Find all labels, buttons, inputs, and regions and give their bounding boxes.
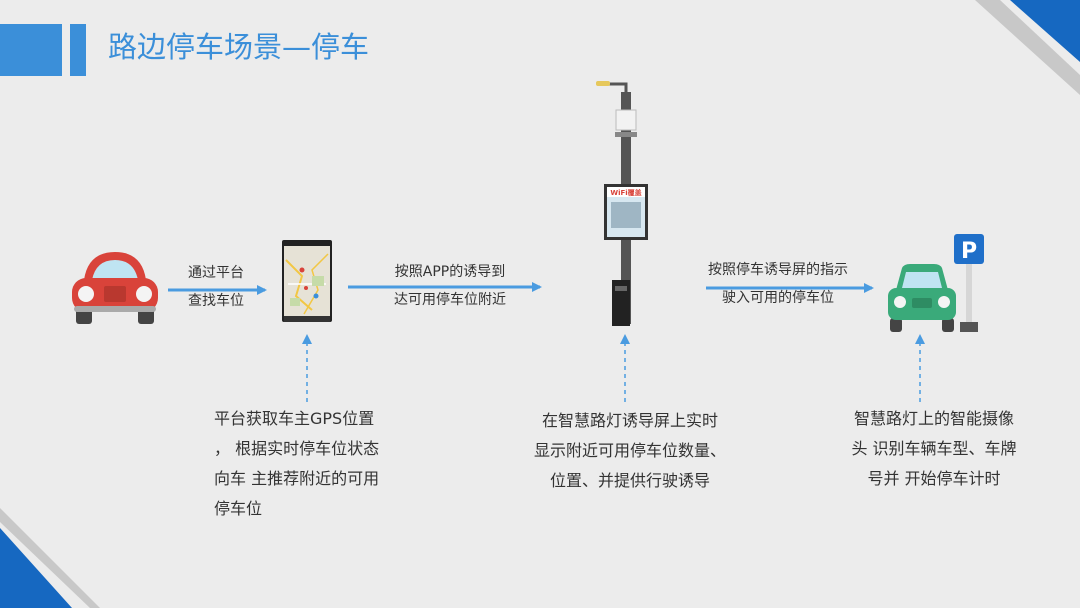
platform-description-line3: 向车 主推荐附近的可用 — [214, 469, 380, 488]
screen-description-line3: 位置、并提供行驶诱导 — [549, 471, 710, 490]
header-accent-bar-small — [70, 24, 86, 76]
arrow3-label-line1: 按照停车诱导屏的指示 — [708, 262, 848, 278]
top-right-corner-light — [975, 0, 1080, 95]
arrow2-label-line2: 达可用停车位附近 — [394, 292, 506, 308]
parking-sign-icon: P — [954, 234, 984, 332]
arrow2-label: 按照APP的诱导到 达可用停车位附近 — [360, 258, 540, 314]
camera-description-line1: 智慧路灯上的智能摄像 — [853, 409, 1014, 428]
platform-description-line2: ， 根据实时停车位状态 — [214, 439, 380, 458]
streetlight-screen-text: WiFi覆盖 — [610, 188, 641, 197]
bottom-left-corner-dark — [0, 528, 72, 608]
camera-description-line2: 头 识别车辆车型、车牌 — [851, 439, 1017, 458]
arrow2-label-line1: 按照APP的诱导到 — [394, 264, 506, 280]
bottom-left-corner-light — [0, 508, 100, 608]
camera-description-line3: 号并 开始停车计时 — [867, 469, 1001, 488]
arrow3-label: 按照停车诱导屏的指示 驶入可用的停车位 — [694, 256, 862, 312]
platform-description-line4: 停车位 — [214, 499, 263, 518]
red-car-icon — [72, 252, 158, 324]
green-car-icon — [888, 264, 956, 332]
header-accent-bar — [0, 24, 62, 76]
arrow1-label: 通过平台 查找车位 — [170, 259, 262, 315]
top-right-corner-dark — [1010, 0, 1080, 62]
screen-description-line1: 在智慧路灯诱导屏上实时 — [541, 411, 718, 430]
arrow3-label-line2: 驶入可用的停车位 — [722, 290, 834, 306]
phone-map-icon — [282, 240, 332, 322]
arrow1-label-line1: 通过平台 — [188, 265, 244, 281]
platform-description-line1: 平台获取车主GPS位置 — [214, 409, 375, 428]
page-title: 路边停车场景—停车 — [108, 30, 370, 64]
platform-description: 平台获取车主GPS位置 ， 根据实时停车位状态 向车 主推荐附近的可用 停车位 — [214, 404, 414, 524]
screen-description: 在智慧路灯诱导屏上实时 显示附近可用停车位数量、 位置、并提供行驶诱导 — [530, 406, 730, 496]
streetlight-icon: WiFi覆盖 — [596, 81, 648, 326]
parking-sign-letter: P — [961, 239, 977, 264]
screen-description-line2: 显示附近可用停车位数量、 — [533, 441, 726, 460]
arrow1-label-line2: 查找车位 — [188, 293, 244, 309]
camera-description: 智慧路灯上的智能摄像 头 识别车辆车型、车牌 号并 开始停车计时 — [836, 404, 1032, 494]
